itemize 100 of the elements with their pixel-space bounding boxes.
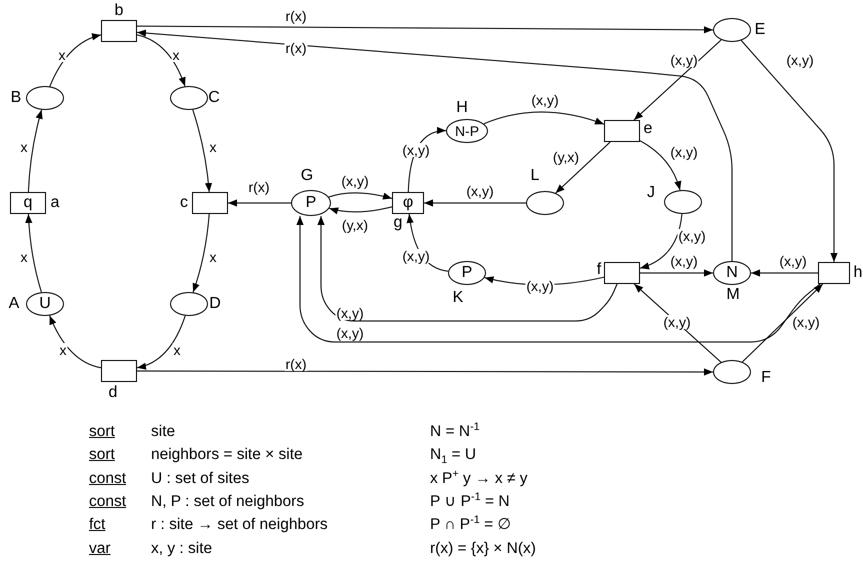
place-ellipse: [446, 119, 488, 143]
node-name: H: [456, 100, 468, 116]
axiom-formula: N = N$^{-1}$: [430, 423, 480, 442]
arc-arrow: [192, 214, 210, 293]
place-ellipse: [713, 261, 751, 285]
place-ellipse: [291, 190, 331, 216]
arc-arrow: [640, 214, 682, 269]
node-name: g: [394, 215, 402, 231]
edge-label: r(x): [284, 357, 308, 371]
node-name: M: [726, 287, 740, 303]
node-name: h: [854, 265, 862, 281]
marking-label: N-P: [454, 124, 480, 138]
node-name: A: [8, 296, 20, 312]
node-name: c: [180, 195, 188, 211]
edge-label: (x,y): [465, 184, 495, 198]
node-name: a: [50, 195, 60, 211]
marking-label: P: [306, 195, 316, 211]
axiom-formula: P ∪ P$^{-1}$ = N: [430, 492, 510, 512]
keyword: const: [89, 470, 126, 488]
keyword: const: [89, 492, 126, 512]
arc-arrow: [640, 140, 681, 191]
keyword: sort: [89, 446, 115, 465]
axiom-formula: x P$^{+}$ y → x ≠ y: [430, 470, 528, 488]
arc-arrow: [28, 109, 43, 192]
node-name: K: [452, 290, 464, 306]
arc-arrow: [424, 199, 526, 207]
place-ellipse: [170, 86, 208, 110]
place-ellipse: [713, 18, 751, 42]
arc-arrow: [740, 40, 838, 262]
edge-label: r(x): [284, 41, 308, 55]
node-name: e: [644, 121, 652, 137]
edge-label: (x,y): [677, 229, 707, 243]
edge-label: (x,y): [669, 145, 699, 159]
axiom-formula: N$_{1}$ = U: [430, 446, 476, 465]
edge-label: (x,y): [530, 93, 560, 107]
edge-label: r(x): [284, 9, 308, 23]
transition-box: [392, 192, 424, 214]
arc-arrow: [328, 192, 392, 200]
arc-arrow: [742, 284, 824, 362]
marking-label: N: [726, 265, 738, 281]
edge-label: (x,y): [401, 249, 431, 263]
declaration-text: x, y : site: [151, 540, 212, 558]
node-name: C: [208, 90, 220, 106]
node-name: D: [209, 296, 221, 312]
node-name: L: [530, 168, 540, 184]
arc-arrow: [136, 26, 714, 34]
edge-label: x: [58, 343, 68, 357]
node-name: d: [108, 385, 118, 401]
place-ellipse: [170, 292, 208, 316]
arc-arrow: [49, 315, 102, 368]
arc-arrow: [136, 315, 186, 370]
declaration-text: neighbors = site × site: [151, 446, 303, 465]
transition-box: [101, 20, 137, 42]
edge-label: (y,x): [552, 150, 580, 164]
transition-box: [818, 262, 850, 284]
edge-label: x: [172, 343, 182, 357]
node-name: J: [647, 185, 655, 201]
arc-arrow: [49, 34, 102, 87]
axiom-formula: P ∩ P$^{-1}$ = ∅: [430, 516, 512, 535]
arc-arrow: [483, 112, 604, 125]
edge-label: (x,y): [669, 254, 699, 268]
transition-box: [101, 360, 137, 382]
marking-label: U: [39, 296, 51, 312]
node-name: F: [761, 370, 771, 386]
arc-arrow: [136, 30, 732, 262]
guard-label: q: [24, 195, 32, 211]
edge-label: (x,y): [785, 53, 815, 67]
declaration-text: r : site → set of neighbors: [151, 516, 328, 535]
declaration-text: N, P : set of neighbors: [151, 492, 304, 512]
arc-arrow: [296, 216, 821, 342]
place-ellipse: [664, 190, 702, 214]
arc-arrow: [317, 216, 618, 322]
guard-label: φ: [402, 195, 414, 211]
edge-label: (x,y): [662, 315, 692, 329]
arc-arrow: [136, 368, 714, 376]
place-ellipse: [448, 261, 486, 285]
edge-label: (x,y): [669, 53, 699, 67]
edge-label: (x,y): [791, 315, 821, 329]
declaration-text: U : set of sites: [151, 470, 250, 488]
place-ellipse: [713, 360, 751, 384]
transition-box: [10, 192, 46, 214]
edge-label: (x,y): [335, 306, 365, 320]
arc-arrow: [192, 109, 212, 192]
edge-label: (x,y): [401, 143, 431, 157]
keyword: sort: [89, 423, 115, 442]
edge-label: (x,y): [335, 326, 365, 340]
arc-arrow: [136, 34, 186, 87]
transition-box: [604, 262, 640, 284]
place-ellipse: [26, 292, 64, 316]
marking-label: P: [462, 265, 472, 281]
transition-box: [604, 120, 640, 142]
arc-arrow: [750, 269, 818, 277]
arc-arrow: [25, 214, 42, 293]
place-ellipse: [26, 86, 64, 110]
node-name: E: [754, 22, 766, 38]
arc-arrow: [634, 39, 722, 120]
declaration-text: site: [151, 423, 176, 442]
node-name: B: [10, 90, 22, 106]
edge-label: (y,x): [340, 218, 370, 232]
keyword: fct: [89, 516, 106, 535]
